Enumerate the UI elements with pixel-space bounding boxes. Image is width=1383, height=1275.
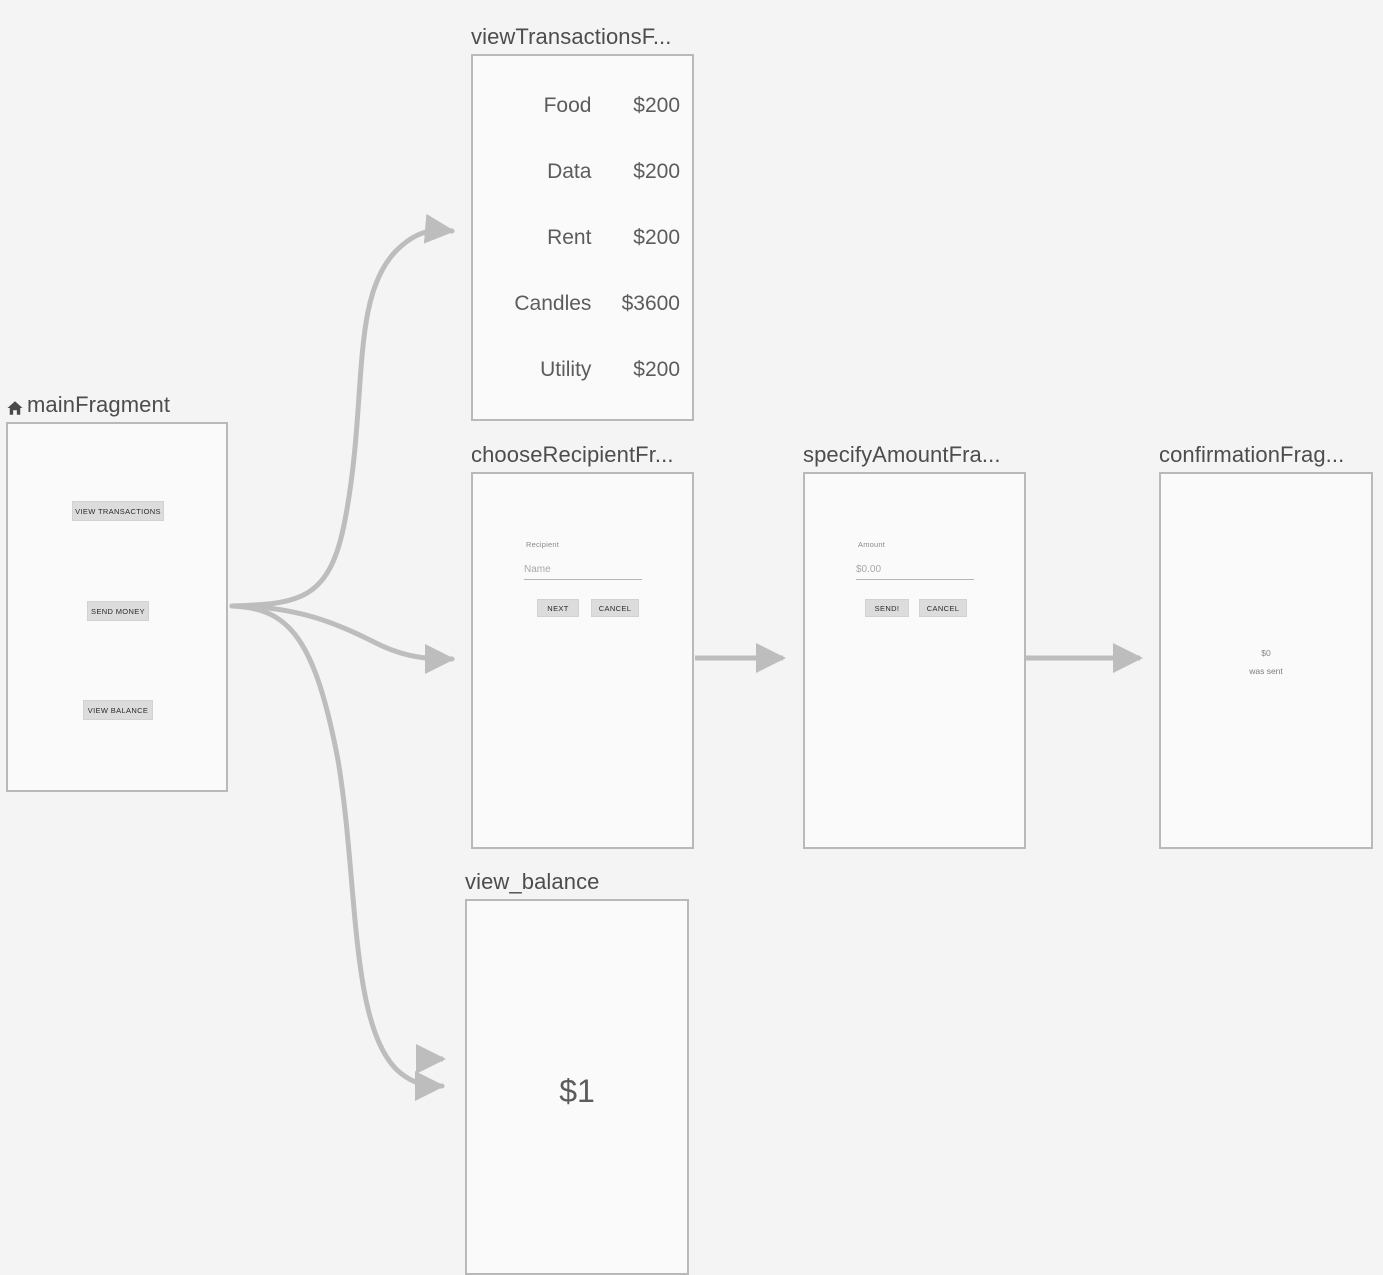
transaction-amount: $200 xyxy=(633,226,680,249)
node-title-view-balance: view_balance xyxy=(465,869,600,895)
home-icon xyxy=(6,397,24,415)
node-frame-specify-amount[interactable]: Amount $0.00 SEND! CANCEL xyxy=(803,472,1026,849)
connector-main-to-view-balance xyxy=(229,603,445,1102)
transaction-amount: $3600 xyxy=(621,292,680,315)
confirmation-amount: $0 xyxy=(1261,648,1271,658)
amount-input[interactable]: $0.00 xyxy=(856,564,974,580)
table-row: Utility $200 xyxy=(483,355,680,385)
node-frame-main-fragment[interactable]: VIEW TRANSACTIONS SEND MONEY VIEW BALANC… xyxy=(6,422,228,792)
node-title-view-transactions: viewTransactionsF... xyxy=(471,24,671,50)
confirmation-subtitle: was sent xyxy=(1249,666,1283,676)
node-title-confirmation: confirmationFrag... xyxy=(1159,442,1344,468)
transaction-amount: $200 xyxy=(633,160,680,183)
button-view-balance[interactable]: VIEW BALANCE xyxy=(83,700,153,720)
node-view-transactions-fragment[interactable]: viewTransactionsF... Food $200 Data $200… xyxy=(471,24,694,421)
transaction-label: Rent xyxy=(547,226,592,249)
node-title-text: viewTransactionsF... xyxy=(471,24,672,49)
node-title-main-fragment: mainFragment xyxy=(6,392,170,418)
node-title-text: mainFragment xyxy=(27,392,171,417)
amount-field-label: Amount xyxy=(858,540,886,549)
table-row: Rent $200 xyxy=(483,223,680,253)
connector-main-to-transactions xyxy=(229,213,455,609)
button-label: SEND MONEY xyxy=(91,606,145,616)
node-title-text: confirmationFrag... xyxy=(1159,442,1345,467)
button-send-money[interactable]: SEND MONEY xyxy=(87,601,149,621)
node-title-text: specifyAmountFra... xyxy=(803,442,1001,467)
recipient-input[interactable]: Name xyxy=(524,564,642,580)
next-button[interactable]: NEXT xyxy=(537,599,579,617)
transaction-amount: $200 xyxy=(633,94,680,117)
button-label: VIEW BALANCE xyxy=(87,705,149,715)
node-choose-recipient-fragment[interactable]: chooseRecipientFr... Recipient Name NEXT… xyxy=(471,442,694,849)
node-title-specify-amount: specifyAmountFra... xyxy=(803,442,1001,468)
cancel-button[interactable]: CANCEL xyxy=(591,599,639,617)
node-title-text: chooseRecipientFr... xyxy=(471,442,674,467)
node-title-text: view_balance xyxy=(465,869,600,894)
node-frame-view-transactions[interactable]: Food $200 Data $200 Rent $200 Candles $3… xyxy=(471,54,694,421)
recipient-field-label: Recipient xyxy=(526,540,560,549)
button-label: CANCEL xyxy=(598,603,632,613)
balance-amount: $1 xyxy=(559,1073,595,1109)
transaction-label: Food xyxy=(543,94,592,117)
node-title-choose-recipient: chooseRecipientFr... xyxy=(471,442,674,468)
button-label: CANCEL xyxy=(926,603,960,613)
button-label: VIEW TRANSACTIONS xyxy=(75,506,161,516)
transaction-label: Candles xyxy=(514,292,592,315)
button-view-transactions[interactable]: VIEW TRANSACTIONS xyxy=(72,501,164,521)
send-button[interactable]: SEND! xyxy=(865,599,909,617)
transaction-amount: $200 xyxy=(633,358,680,381)
node-view-balance-fragment[interactable]: view_balance $1 xyxy=(465,869,689,1275)
node-specify-amount-fragment[interactable]: specifyAmountFra... Amount $0.00 SEND! C… xyxy=(803,442,1026,849)
table-row: Candles $3600 xyxy=(483,289,680,319)
button-label: NEXT xyxy=(547,603,569,613)
cancel-button[interactable]: CANCEL xyxy=(919,599,967,617)
node-frame-view-balance[interactable]: $1 xyxy=(465,899,689,1275)
node-frame-choose-recipient[interactable]: Recipient Name NEXT CANCEL xyxy=(471,472,694,849)
node-confirmation-fragment[interactable]: confirmationFrag... $0 was sent xyxy=(1159,442,1373,849)
button-label: SEND! xyxy=(874,603,900,613)
table-row: Data $200 xyxy=(483,157,680,187)
transaction-label: Data xyxy=(547,160,592,183)
node-main-fragment[interactable]: mainFragment VIEW TRANSACTIONS SEND MONE… xyxy=(6,392,228,792)
node-frame-confirmation[interactable]: $0 was sent xyxy=(1159,472,1373,849)
connector-main-to-choose-recipient xyxy=(229,603,455,674)
transaction-label: Utility xyxy=(540,358,592,381)
table-row: Food $200 xyxy=(483,91,680,121)
